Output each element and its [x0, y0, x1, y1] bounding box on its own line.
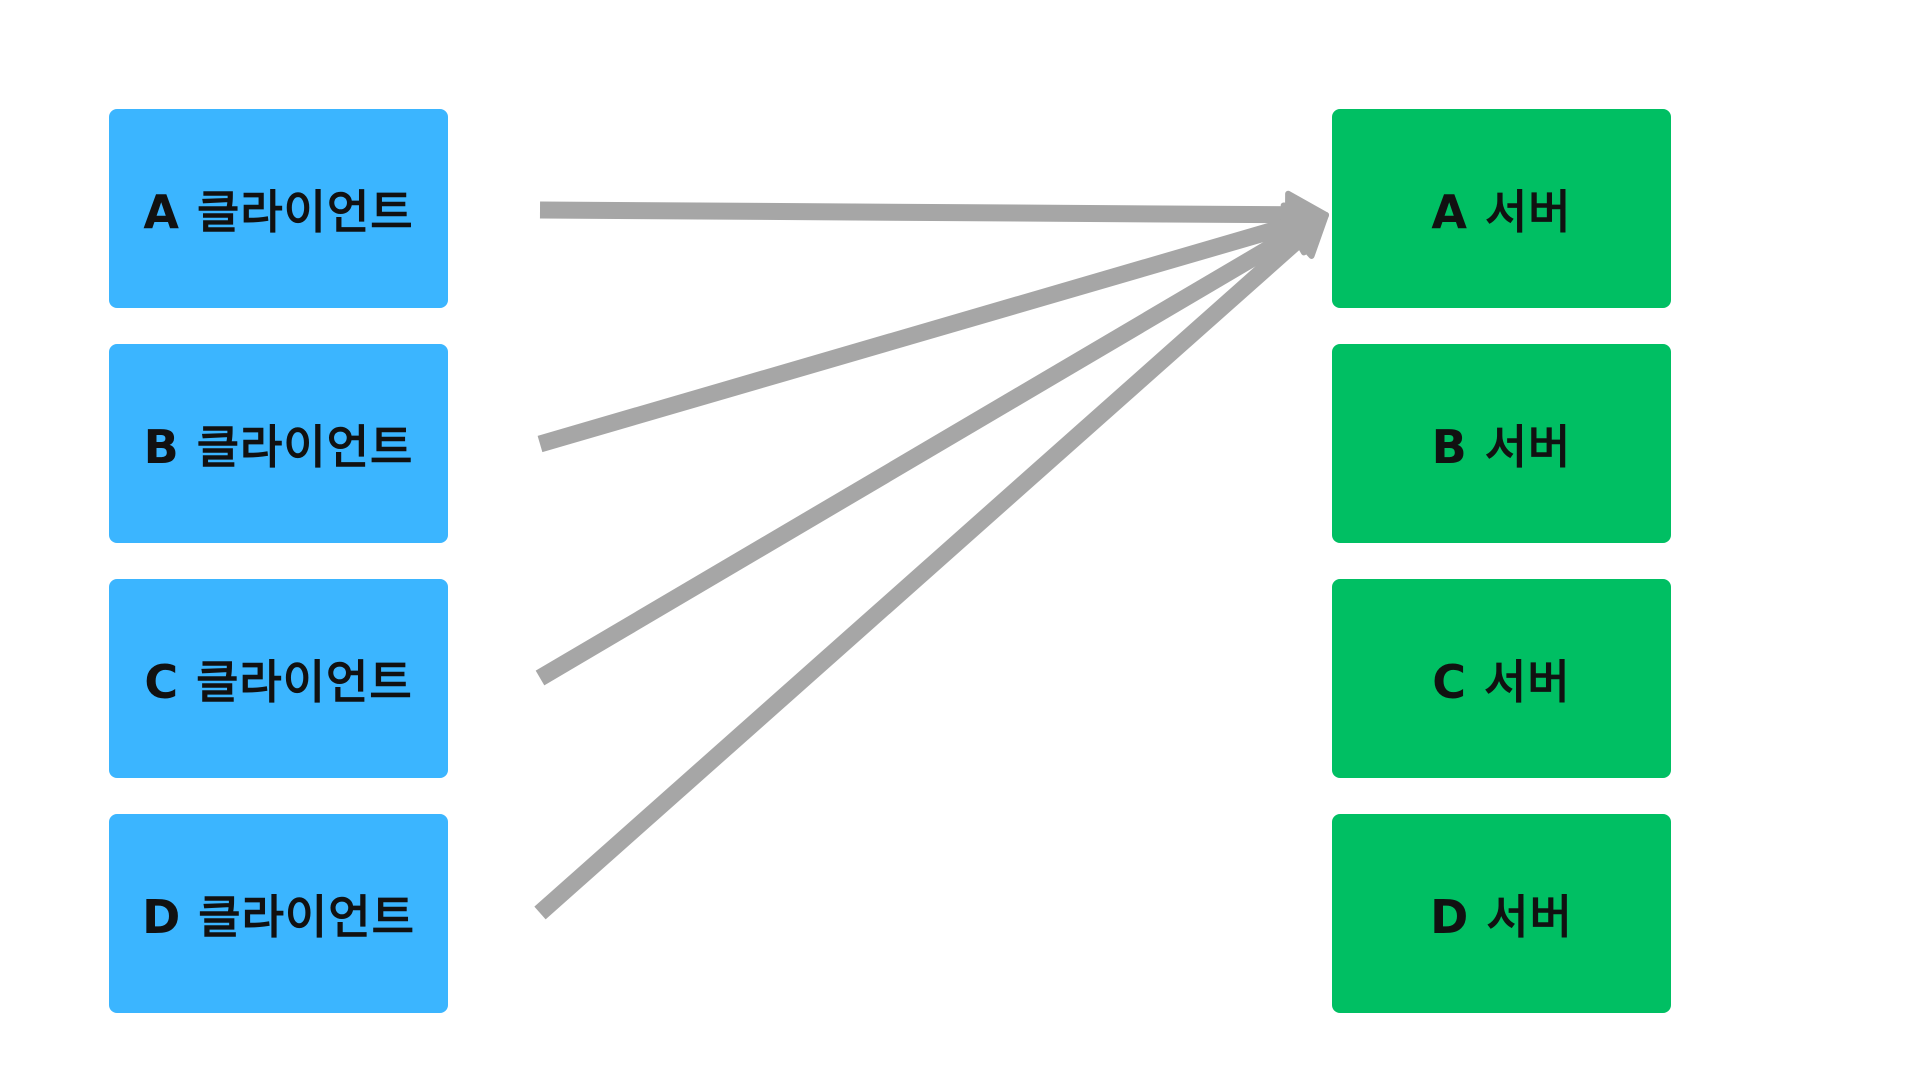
client-label-a: A 클라이언트	[143, 184, 414, 239]
arrow-line-2	[537, 215, 1298, 453]
client-label-c: C 클라이언트	[144, 654, 413, 709]
server-box-b: B 서버	[1332, 344, 1671, 543]
server-label-a: A 서버	[1431, 184, 1572, 239]
client-label-d: D 클라이언트	[142, 889, 415, 944]
arrow-head-3	[1279, 212, 1329, 256]
client-box-a: A 클라이언트	[109, 109, 448, 308]
arrow-head-4	[1280, 212, 1329, 259]
server-label-b: B 서버	[1431, 419, 1572, 474]
client-box-c: C 클라이언트	[109, 579, 448, 778]
arrow-line-1	[539, 201, 1295, 224]
client-label-b: B 클라이언트	[143, 419, 414, 474]
client-box-d: D 클라이언트	[109, 814, 448, 1013]
arrow-group	[534, 190, 1329, 920]
server-box-c: C 서버	[1332, 579, 1671, 778]
arrow-line-3	[535, 223, 1303, 686]
arrow-head-2	[1280, 202, 1329, 249]
arrow-head-1	[1284, 190, 1329, 239]
client-box-b: B 클라이언트	[109, 344, 448, 543]
server-box-d: D 서버	[1332, 814, 1671, 1013]
server-label-c: C 서버	[1432, 654, 1571, 709]
server-label-d: D 서버	[1430, 889, 1573, 944]
arrow-line-4	[534, 229, 1308, 920]
server-box-a: A 서버	[1332, 109, 1671, 308]
